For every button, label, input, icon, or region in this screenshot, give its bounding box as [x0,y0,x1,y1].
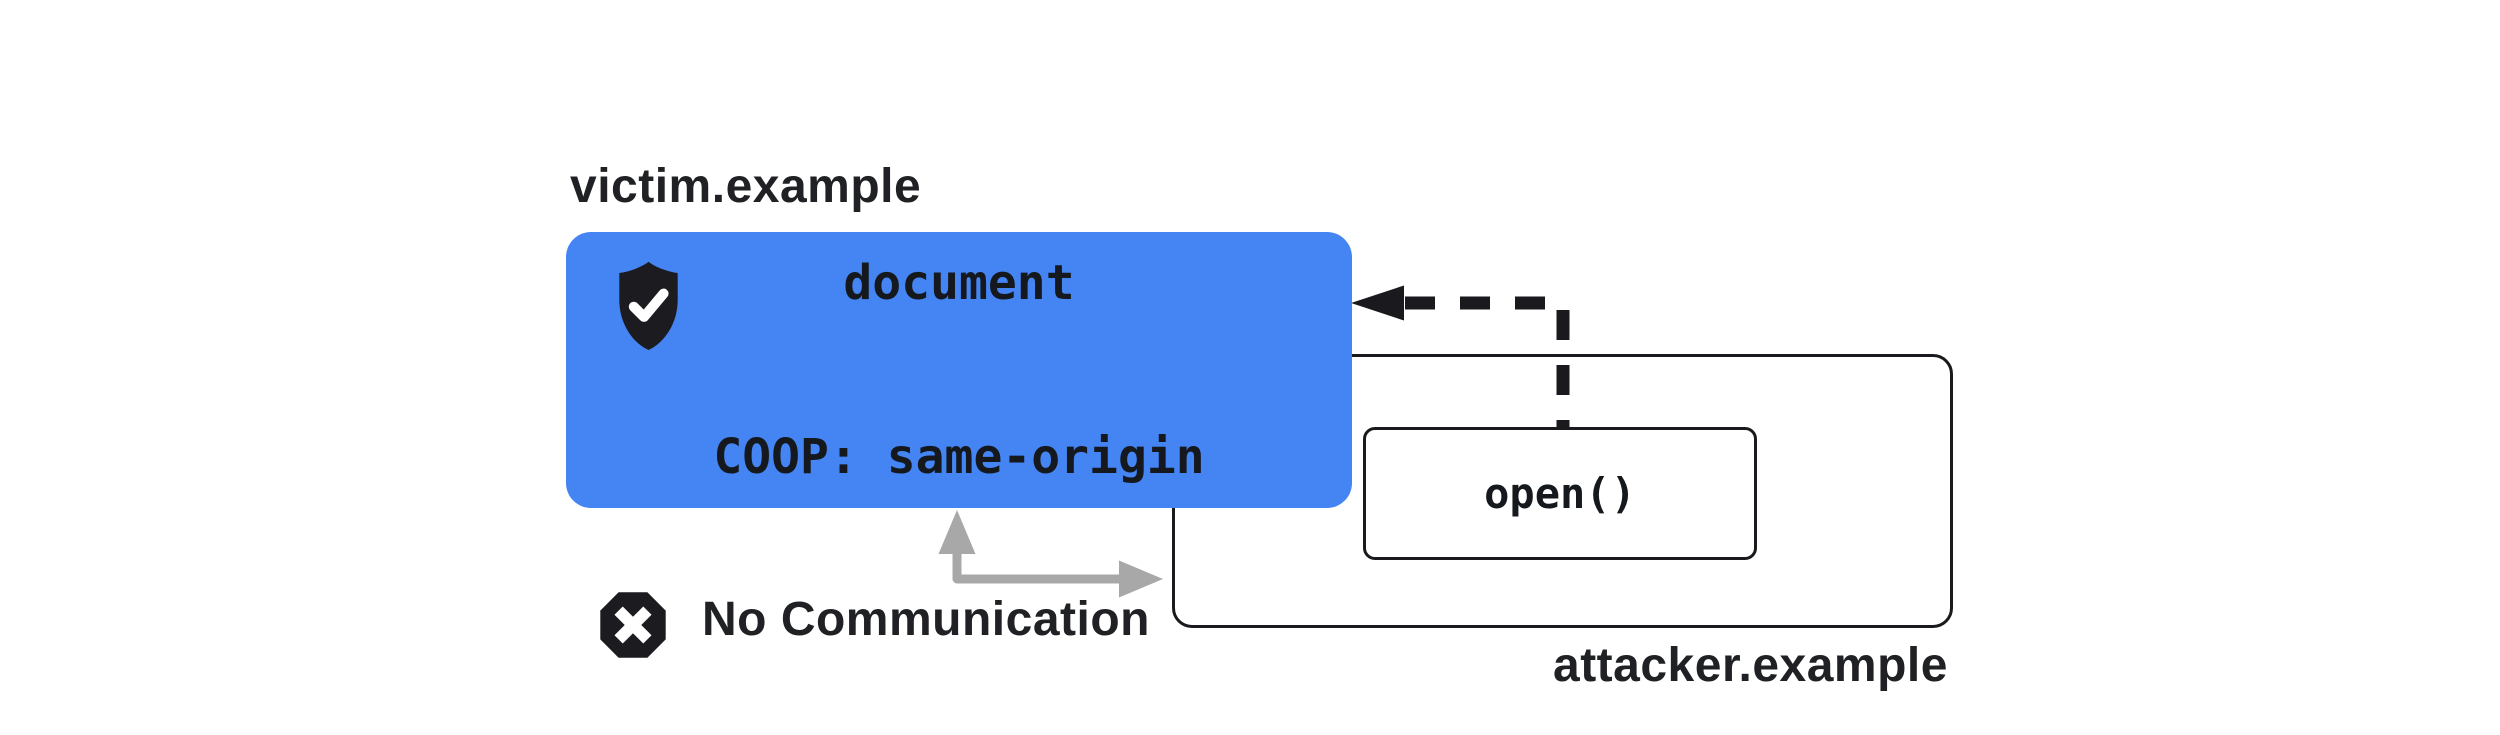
shield-check-icon [610,260,687,354]
victim-domain-label: victim.example [570,160,922,213]
open-call-label: open() [1484,469,1636,518]
victim-document-box: document COOP: same-origin [566,232,1352,508]
victim-box-line1: document [843,255,1075,311]
blocked-x-icon [597,587,669,663]
no-communication-label: No Communication [702,593,1150,646]
victim-box-line2: COOP: same-origin [713,429,1205,485]
open-call-box: open() [1363,427,1757,560]
dashed-arrow-head-left [1351,285,1404,321]
attacker-domain-label: attacker.example [1553,639,1948,692]
